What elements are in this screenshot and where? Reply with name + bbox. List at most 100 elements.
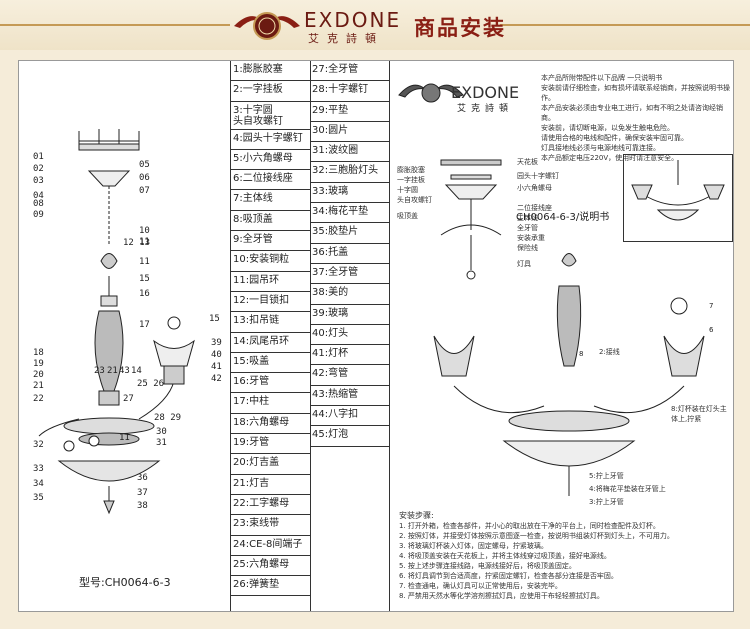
part-entry: 34:梅花平垫 — [310, 203, 389, 224]
part-entry: 37:全牙管 — [310, 264, 389, 285]
callout-19: 19 — [33, 359, 44, 369]
label-expansion: 膨胀胶塞 — [397, 166, 425, 174]
callout-30: 30 — [156, 427, 167, 437]
notice-line: 本产品所附带配件以下品牌 一只说明书 — [541, 74, 663, 82]
part-entry: 22:工字螺母 — [231, 495, 310, 516]
callout-36: 36 — [137, 473, 148, 483]
part-entry: 3:十字圆 头自攻螺钉 — [231, 102, 310, 130]
label-round-screw: 园头十字螺钉 — [517, 172, 559, 180]
part-entry: 17:中柱 — [231, 393, 310, 414]
callout-11b: 11 — [139, 257, 150, 267]
callout-28-29: 28 29 — [154, 413, 182, 423]
part-entry: 30:圆片 — [310, 122, 389, 143]
step-item: 2. 按照灯体，并接受灯体按照示意图逐一检查，按说明书组装灯杯到灯头上，不可用力… — [399, 532, 674, 540]
callout-27: 27 — [123, 394, 134, 404]
chandelier-thumbnail-icon — [631, 160, 725, 221]
callout-22: 22 — [33, 394, 44, 404]
step-item: 5. 按上述步骤连接线路，电源线接好后，将吸顶盖固定。 — [399, 562, 576, 570]
part-entry: 27:全牙管 — [310, 61, 389, 82]
assembled-chandelier-diagram — [433, 253, 705, 496]
part-entry: 33:玻璃 — [310, 183, 389, 204]
brand-emblem-icon — [234, 12, 300, 40]
callout-11c: 11 — [119, 433, 130, 443]
callout-23: 23 — [94, 366, 105, 376]
callout-34: 34 — [33, 479, 44, 489]
callout-08: 08 — [33, 199, 44, 209]
steps-title: 安装步骤: — [399, 511, 434, 520]
callout-02: 02 — [33, 164, 44, 174]
detail-bulb-note: 8:灯杯装在灯头主 体上,拧紧 — [671, 405, 727, 423]
install-steps: 安装步骤: 1. 打开外箱，检查各部件，并小心的取出放在干净的平台上，同时检查配… — [399, 511, 729, 601]
part-entry: 5:小六角螺母 — [231, 150, 310, 171]
detail-num-7: 7 — [709, 302, 714, 310]
part-entry: 29:平垫 — [310, 102, 389, 122]
manual-caption: CH0064-6-3/说明书 — [516, 212, 610, 223]
callout-15a: 15 — [139, 274, 150, 284]
part-entry: 19:牙管 — [231, 434, 310, 455]
notice-line: 本产品安装必须由专业电工进行，如有不明之处请咨询经销商。 — [541, 104, 723, 122]
part-entry: 18:六角螺母 — [231, 414, 310, 435]
installation-sheet: 01 02 03 04 08 09 18 19 20 21 22 32 33 3… — [18, 60, 734, 612]
part-entry: 2:一字挂板 — [231, 81, 310, 102]
part-entry: 35:胶垫片 — [310, 223, 389, 244]
small-brand-cn: 艾克詩頓 — [457, 104, 514, 114]
label-lamp: 灯具 — [517, 260, 531, 268]
part-entry: 24:CE-8间端子 — [231, 536, 310, 556]
step-item: 1. 打开外箱，检查各部件，并小心的取出放在干净的平台上，同时检查配件及灯杯。 — [399, 522, 660, 530]
label-ceiling: 天花板 — [517, 158, 538, 166]
step-item: 7. 检查通电，确认灯具可以正常使用后，安装完毕。 — [399, 582, 562, 590]
step-item: 8. 严禁用天然水等化学溶剂擦拭灯具，应使用干布轻轻擦拭灯具。 — [399, 592, 604, 600]
detail-num-6: 6 — [709, 326, 714, 334]
chandelier-thumbnail — [623, 154, 733, 242]
callout-09: 09 — [33, 210, 44, 220]
header-divider-left — [0, 24, 230, 26]
part-entry: 7:主体线 — [231, 190, 310, 211]
part-entry: 28:十字螺钉 — [310, 81, 389, 102]
callout-37: 37 — [137, 488, 148, 498]
step-item: 3. 将玻璃灯杯装入灯体，固定螺母，拧紧玻璃。 — [399, 542, 548, 550]
part-entry: 41:灯杯 — [310, 345, 389, 366]
part-entry: 26:弹簧垫 — [231, 576, 310, 597]
detail-nut: 4:将梅花平垫装在牙管上 — [589, 485, 666, 493]
detail-tighten: 3:拧上牙管 — [589, 498, 624, 506]
part-entry: 1:膨胀胶塞 — [231, 61, 310, 82]
part-entry: 40:灯头 — [310, 325, 389, 346]
label-hex-nut: 小六角螺母 — [517, 184, 552, 192]
callout-01: 01 — [33, 152, 44, 162]
part-entry: 38:美的 — [310, 284, 389, 305]
part-entry: 11:园吊环 — [231, 272, 310, 292]
part-entry: 16:牙管 — [231, 373, 310, 394]
part-entry: 4:园头十字螺钉 — [231, 130, 310, 150]
callout-21b: 21 — [107, 366, 118, 376]
part-entry: 14:凤尾吊环 — [231, 333, 310, 353]
callout-41: 41 — [211, 362, 222, 372]
page-title: 商品安装 — [414, 16, 506, 40]
label-ceiling-cover: 吸顶盖 — [397, 212, 418, 220]
part-entry: 44:八字扣 — [310, 406, 389, 427]
label-screw: 十字圆 头自攻螺钉 — [397, 186, 432, 204]
part-entry: 39:玻璃 — [310, 305, 389, 325]
callout-07: 07 — [139, 186, 150, 196]
part-entry: 23:束线带 — [231, 515, 310, 536]
detail-num-8: 8 — [579, 350, 584, 358]
detail-flat: 5:拧上牙管 — [589, 472, 624, 480]
label-safety-rope: 安装承重 保险线 — [517, 234, 545, 252]
part-entry: 25:六角螺母 — [231, 556, 310, 577]
callout-14: 14 — [131, 366, 142, 376]
ceiling-install-diagram — [398, 83, 502, 280]
header-divider-right — [500, 24, 750, 26]
part-entry: 43:热缩管 — [310, 386, 389, 407]
part-entry: 6:二位接线座 — [231, 170, 310, 191]
notice-line: 本产品额定电压220V，使用时请注意安全。 — [541, 154, 679, 162]
part-entry: 13:扣吊链 — [231, 312, 310, 333]
callout-10: 10 — [139, 226, 150, 236]
callout-15b: 15 — [209, 314, 220, 324]
callout-16: 16 — [139, 289, 150, 299]
part-entry: 12:一目锁扣 — [231, 292, 310, 313]
callout-25-26: 25 26 — [137, 379, 165, 389]
callout-03: 03 — [33, 176, 44, 186]
callout-39: 39 — [211, 338, 222, 348]
notice-line: 灯具接地线必须与电源地线可靠连接。 — [541, 144, 660, 152]
